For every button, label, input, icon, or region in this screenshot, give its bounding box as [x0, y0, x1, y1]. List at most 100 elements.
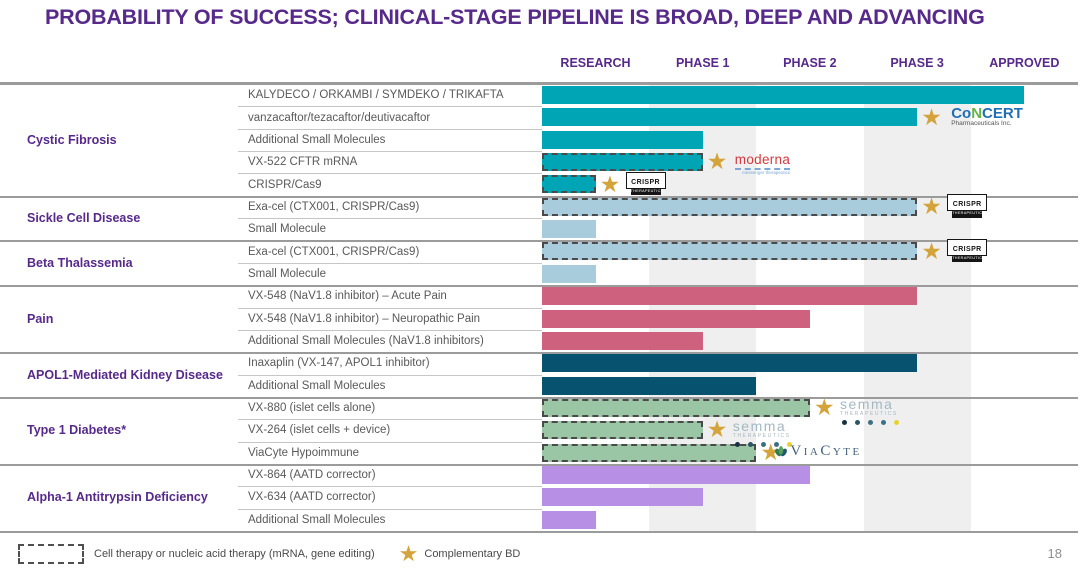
row-separator [238, 441, 542, 443]
crispr-logo-text: CRISPR [625, 171, 666, 189]
row-separator [238, 419, 542, 421]
semma-logo-subtext: THERAPEUTICS [732, 433, 791, 440]
program-bar [542, 86, 1025, 105]
program-bar [542, 130, 703, 149]
concert-logo-text: N [971, 104, 983, 122]
row-separator [238, 218, 542, 220]
program-bar [542, 287, 918, 306]
row-separator [238, 508, 542, 510]
disease-label: Sickle Cell Disease [27, 211, 141, 226]
bd-star-icon: ★ [599, 170, 621, 197]
viacyte-leaf-icon [775, 446, 788, 457]
program-bar [542, 331, 703, 350]
semma-logo-subtext: THERAPEUTICS [840, 411, 898, 418]
program-label: VX-548 (NaV1.8 inhibitor) – Acute Pain [248, 290, 447, 303]
program-label: vanzacaftor/tezacaftor/deutivacaftor [248, 111, 431, 124]
chart-bottom-line [0, 531, 1078, 533]
crispr-logo-text: CRISPR [947, 193, 988, 211]
cell-therapy-legend-label: Cell therapy or nucleic acid therapy (mR… [94, 548, 375, 560]
program-bar [542, 153, 703, 172]
program-label: VX-548 (NaV1.8 inhibitor) – Neuropathic … [248, 312, 481, 325]
program-label: Additional Small Molecules (NaV1.8 inhib… [248, 335, 484, 348]
program-bar [542, 175, 596, 194]
disease-label: APOL1-Mediated Kidney Disease [27, 367, 223, 382]
program-bar [542, 398, 810, 417]
row-separator [238, 262, 542, 264]
moderna-logo-subtext: messenger therapeutics [742, 169, 791, 175]
program-bar [542, 488, 703, 507]
row-separator [238, 128, 542, 130]
bd-star-icon: ★ [921, 192, 942, 219]
crispr-logo-text: CRISPR [947, 238, 988, 256]
crispr-logo-subtext: THERAPEUTICS [952, 210, 985, 218]
chart-top-line [0, 82, 1078, 85]
row-separator [238, 106, 542, 108]
program-label: Additional Small Molecules [248, 379, 386, 392]
disease-label: Type 1 Diabetes* [27, 423, 127, 438]
program-label: VX-880 (islet cells alone) [248, 402, 376, 415]
bd-star-icon: ★ [921, 103, 942, 130]
column-header-phase-1: PHASE 1 [675, 56, 730, 70]
group-separator [0, 352, 1078, 355]
group-separator [0, 195, 1078, 198]
program-bar [542, 376, 757, 395]
semma-logo-text: semma [732, 418, 787, 435]
slide-title: PROBABILITY OF SUCCESS; CLINICAL-STAGE P… [45, 5, 985, 29]
group-separator [0, 285, 1078, 288]
program-label: VX-634 (AATD corrector) [248, 491, 376, 504]
program-bar [542, 108, 918, 127]
column-header-approved: APPROVED [989, 56, 1060, 70]
program-label: Small Molecule [248, 223, 326, 236]
complementary-bd-legend-label: Complementary BD [424, 548, 521, 560]
program-bar [542, 197, 918, 216]
page-number: 18 [1047, 546, 1062, 561]
program-label: Additional Small Molecules [248, 513, 386, 526]
concert-logo-text: Co [951, 104, 972, 122]
viacyte-logo: ViaCyte [774, 442, 862, 459]
group-separator [0, 463, 1078, 466]
program-label: VX-864 (AATD corrector) [248, 469, 376, 482]
column-header-research: RESEARCH [560, 56, 631, 70]
row-separator [238, 329, 542, 331]
program-label: Small Molecule [248, 267, 326, 280]
cell-therapy-legend-swatch [18, 544, 84, 564]
row-separator [238, 151, 542, 153]
stage-band-phase-3 [863, 84, 971, 531]
bd-star-icon: ★ [706, 148, 728, 175]
bd-star-icon: ★ [921, 237, 942, 264]
disease-label: Pain [27, 311, 54, 326]
viacyte-logo-text: ViaCyte [790, 442, 862, 459]
disease-label: Cystic Fibrosis [27, 132, 117, 147]
row-separator [238, 374, 542, 376]
program-bar [542, 354, 918, 373]
bd-star-icon: ★ [814, 394, 835, 421]
column-header-phase-2: PHASE 2 [783, 56, 837, 70]
program-label: VX-522 CFTR mRNA [248, 156, 358, 169]
semma-logo-dots [733, 442, 792, 448]
row-separator [238, 173, 542, 175]
disease-label: Alpha-1 Antitrypsin Deficiency [27, 490, 208, 505]
program-bar [542, 309, 810, 328]
concert-logo-subtext: Pharmaceuticals Inc. [951, 119, 1012, 127]
column-header-phase-3: PHASE 3 [890, 56, 944, 70]
program-label: VX-264 (islet cells + device) [248, 424, 391, 437]
row-separator [238, 307, 542, 309]
program-label: CRISPR/Cas9 [248, 178, 322, 191]
program-label: Exa-cel (CTX001, CRISPR/Cas9) [248, 245, 420, 258]
program-bar [542, 264, 596, 283]
crispr-logo-subtext: THERAPEUTICS [630, 188, 663, 196]
program-label: Additional Small Molecules [248, 133, 386, 146]
star-icon: ★ [398, 541, 419, 566]
semma-logo-text: semma [840, 396, 894, 413]
moderna-logo-text: moderna [734, 153, 791, 170]
program-bar [542, 220, 596, 239]
program-bar [542, 421, 703, 440]
program-label: ViaCyte Hypoimmune [248, 446, 360, 459]
